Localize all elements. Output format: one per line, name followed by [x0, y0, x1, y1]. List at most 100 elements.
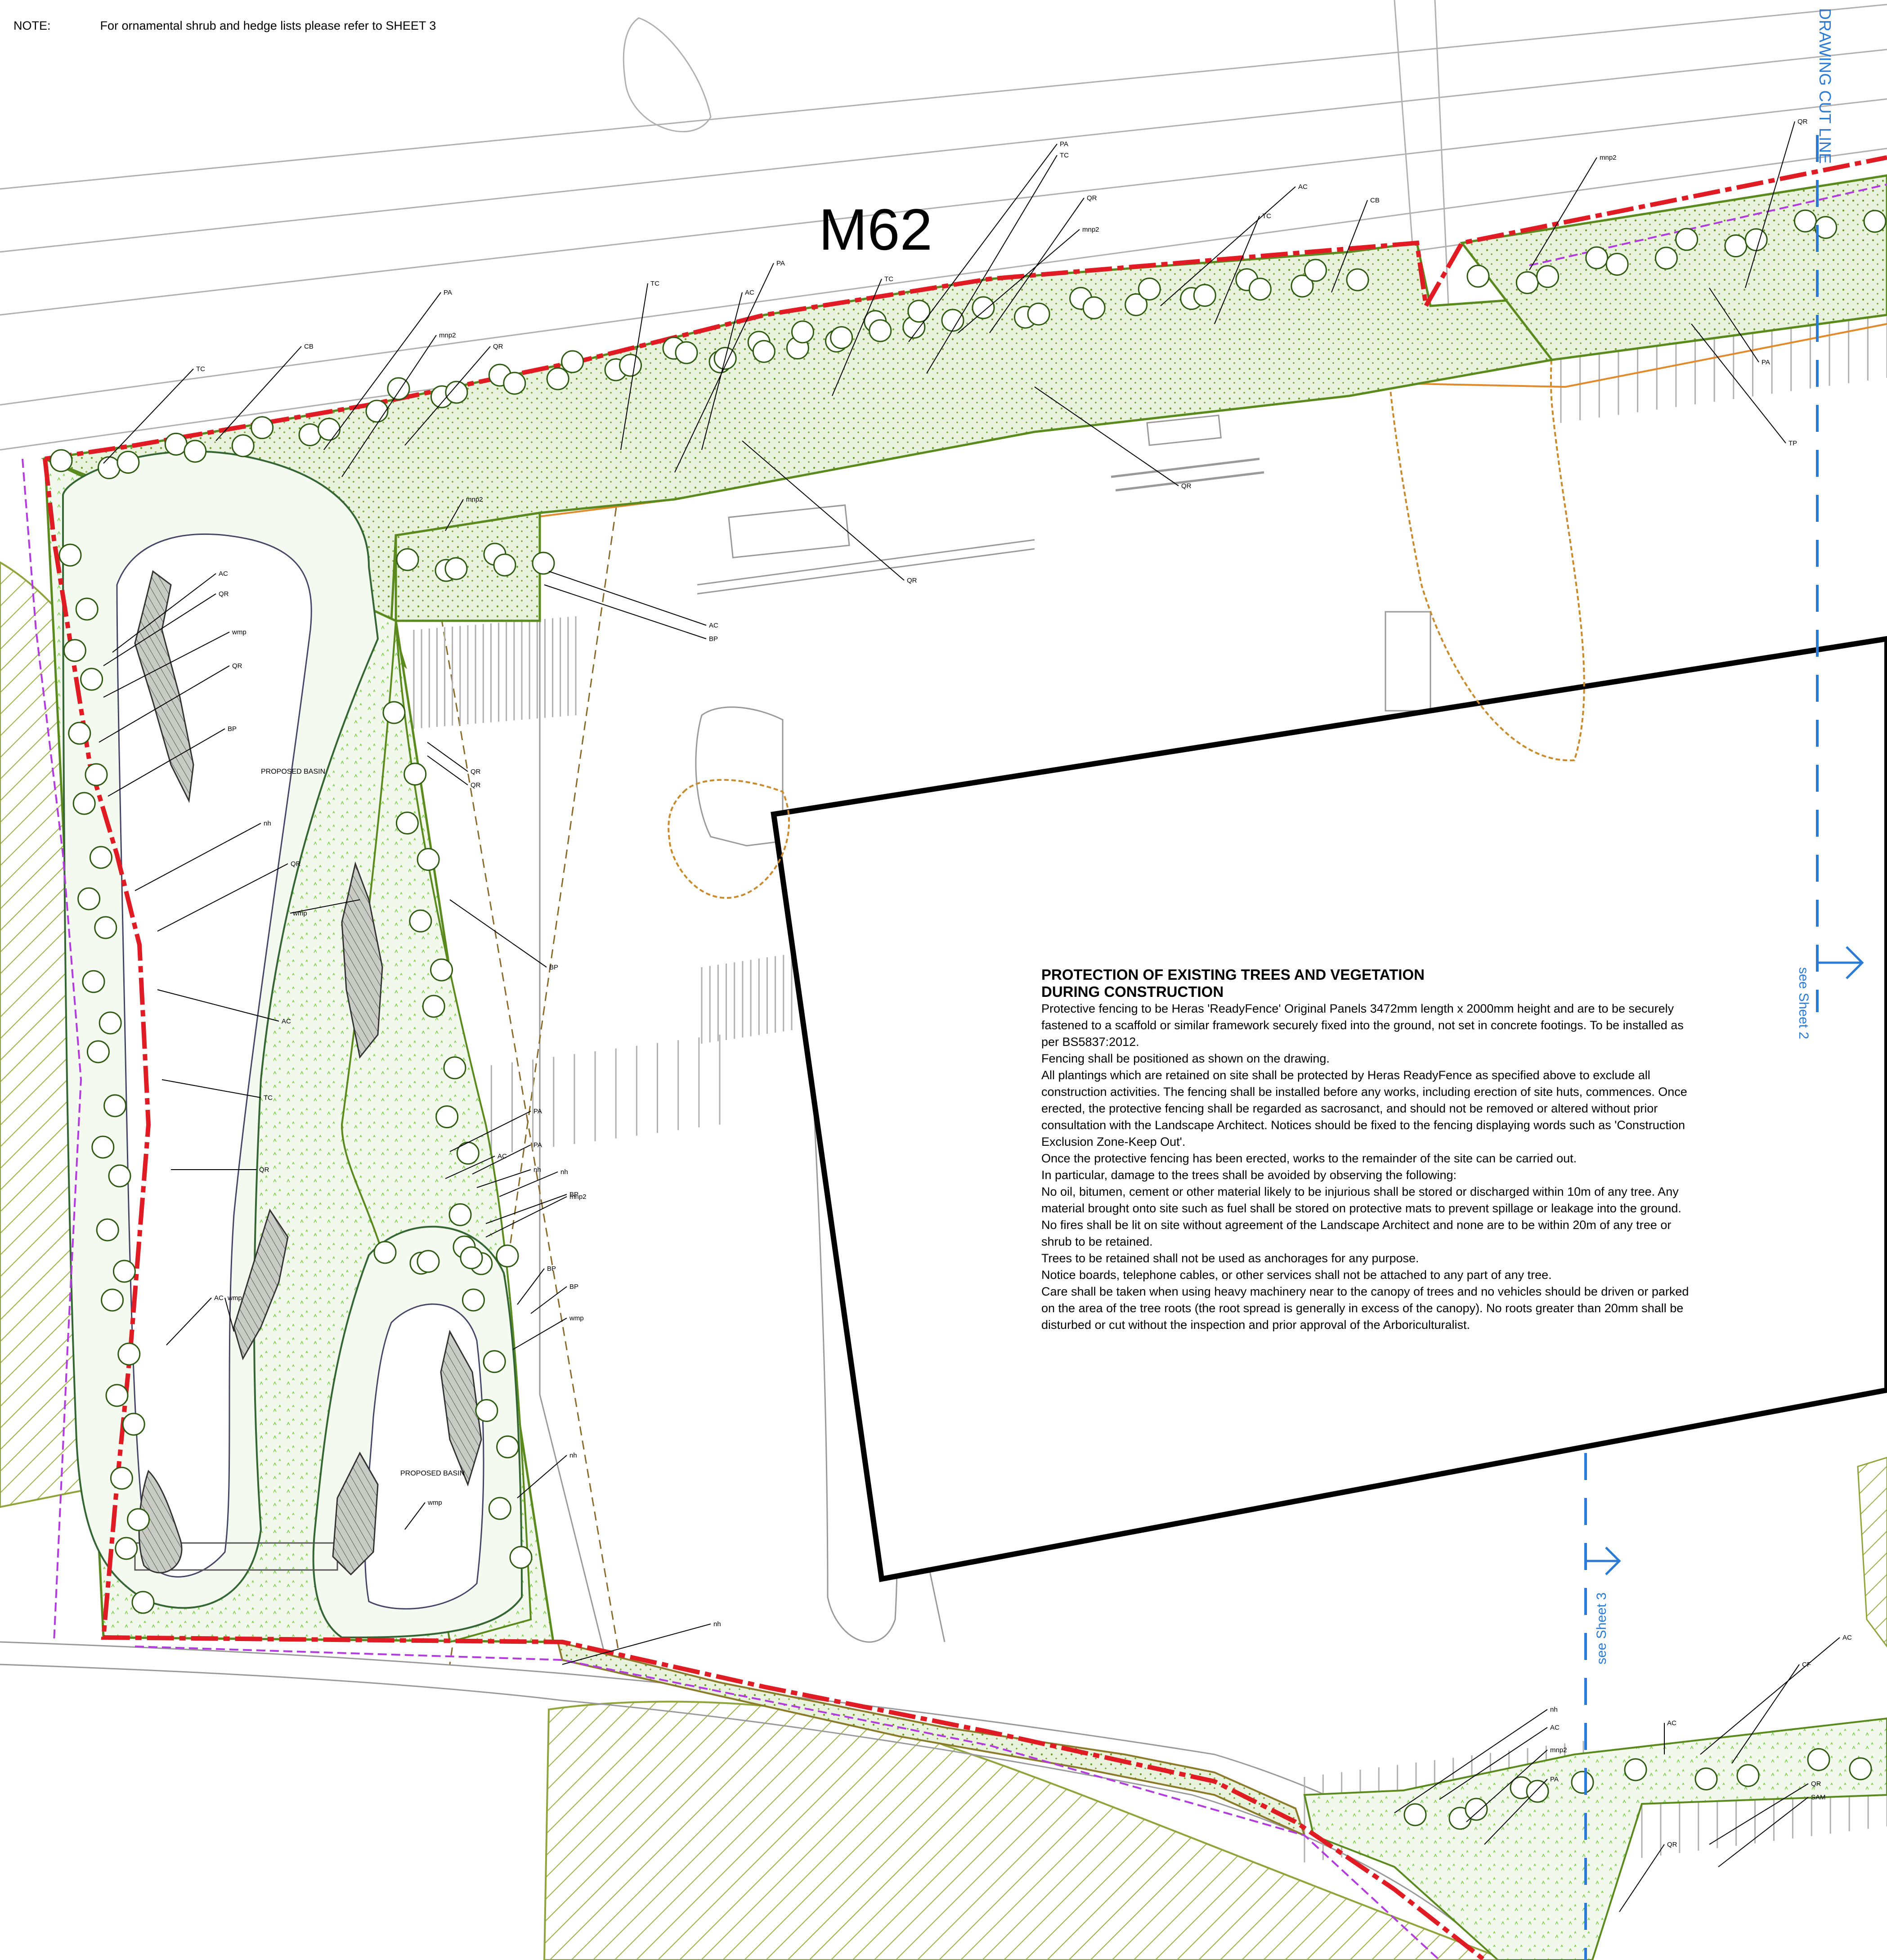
- plant-code-label: SAM: [1811, 1794, 1826, 1801]
- tree-symbol: [443, 1056, 466, 1080]
- plant-code-label: BP: [547, 1265, 556, 1273]
- tree-symbol: [456, 1141, 480, 1165]
- label-leader-line: [445, 1156, 495, 1179]
- plant-code-label: PA: [776, 260, 785, 267]
- tree-symbol: [112, 1260, 136, 1283]
- notes-paragraph: No oil, bitumen, cement or other materia…: [1041, 1185, 1681, 1215]
- tree-symbol: [108, 1164, 131, 1188]
- plant-code-label: QR: [232, 662, 242, 670]
- plant-code-label: nh: [533, 1166, 541, 1174]
- label-leader-line: [323, 292, 441, 450]
- plant-code-label: QR: [219, 590, 229, 598]
- label-leader-line: [1394, 1709, 1548, 1813]
- plant-code-label: wmp: [227, 1294, 242, 1302]
- plant-code-label: mnp2: [466, 496, 483, 503]
- tree-symbol: [1849, 1757, 1872, 1781]
- basin-label-north-text: PROPOSED BASIN: [261, 768, 325, 776]
- label-leader-line: [103, 368, 194, 464]
- proposed-trees: [49, 209, 1887, 1830]
- label-leader-line: [517, 1455, 567, 1498]
- tree-symbol: [80, 668, 103, 691]
- tree-symbol: [1807, 1748, 1830, 1771]
- notes-paragraph: Fencing shall be positioned as shown on …: [1041, 1052, 1330, 1065]
- label-leader-line: [445, 499, 464, 531]
- tree-symbol: [1654, 247, 1678, 270]
- tree-symbol: [1125, 293, 1148, 316]
- plant-code-label: BP: [569, 1191, 578, 1198]
- tree-symbol: [117, 451, 140, 474]
- notes-body: Protective fencing to be Heras 'ReadyFen…: [1041, 1000, 1689, 1333]
- existing-woodland-south: [543, 1457, 1887, 1960]
- tree-symbol: [503, 372, 526, 395]
- tree-symbol: [382, 701, 406, 724]
- tree-symbol: [1863, 210, 1887, 233]
- notes-title-line-2: DURING CONSTRUCTION: [1041, 983, 1224, 1000]
- label-leader-line: [1529, 157, 1597, 270]
- tree-symbol: [94, 916, 117, 939]
- plant-code-label: PA: [533, 1141, 542, 1149]
- plant-code-label: PA: [533, 1108, 542, 1115]
- tree-symbol: [96, 1218, 119, 1242]
- label-leader-line: [134, 823, 261, 891]
- plant-code-label: AC: [1842, 1634, 1852, 1642]
- label-leader-line: [1691, 323, 1786, 444]
- see-sheet-arrows: [1586, 946, 1864, 1575]
- label-leader-line: [499, 1171, 558, 1197]
- label-leader-line: [926, 155, 1058, 374]
- tree-symbol: [403, 762, 427, 786]
- label-leader-line: [544, 584, 707, 639]
- road-label: M62: [819, 197, 932, 262]
- plant-code-label: wmp: [427, 1499, 442, 1507]
- label-leader-line: [1466, 1749, 1548, 1822]
- tree-symbol: [1248, 278, 1272, 301]
- tree-symbol: [85, 763, 108, 786]
- tree-symbol: [103, 1094, 127, 1117]
- label-leader-line: [112, 573, 216, 653]
- tree-symbol: [1465, 1798, 1488, 1821]
- label-leader-line: [404, 346, 491, 446]
- tree-symbol: [75, 597, 99, 621]
- plant-code-label: AC: [709, 622, 718, 629]
- basin-label-north: PROPOSED BASIN: [261, 768, 325, 776]
- tree-symbol: [1403, 1803, 1427, 1826]
- label-leader-line: [108, 728, 225, 797]
- tree-symbol: [1624, 1758, 1647, 1781]
- plant-code-label: QR: [493, 343, 503, 350]
- label-leader-line: [157, 863, 288, 932]
- label-leader-line: [485, 1194, 567, 1224]
- tree-symbol: [97, 456, 121, 480]
- plant-code-label: wmp: [232, 628, 247, 636]
- tree-symbol: [1571, 1771, 1594, 1794]
- tree-symbol: [435, 1105, 459, 1129]
- tree-symbol: [164, 432, 188, 456]
- tree-symbol: [72, 792, 96, 815]
- label-leader-line: [1700, 1637, 1840, 1755]
- tree-symbol: [417, 1250, 440, 1273]
- tree-symbol: [493, 553, 516, 577]
- tree-symbol: [496, 1435, 520, 1458]
- label-leader-line: [404, 1502, 426, 1530]
- tree-symbol: [1793, 209, 1817, 233]
- label-leader-line: [1484, 1779, 1548, 1845]
- tree-symbol: [907, 300, 931, 323]
- plant-code-label: PA: [1550, 1776, 1559, 1783]
- label-leader-line: [99, 665, 230, 743]
- tree-symbol: [63, 639, 86, 662]
- label-leader-line: [476, 1169, 531, 1188]
- label-leader-line: [341, 335, 437, 477]
- tree-symbol: [1346, 268, 1369, 292]
- plant-code-label: QR: [471, 781, 481, 789]
- tree-symbol: [417, 848, 440, 871]
- plant-code-label: nh: [713, 1620, 721, 1628]
- tree-symbol: [430, 958, 453, 982]
- top-note-text: For ornamental shrub and hedge lists ple…: [100, 19, 436, 32]
- west-planting-area: [44, 450, 555, 1643]
- plant-code-label: BP: [228, 725, 237, 733]
- tree-symbol: [546, 367, 569, 390]
- proposed-building: [771, 636, 1887, 1583]
- tree-symbol: [1605, 252, 1629, 276]
- plant-code-label: PA: [1761, 359, 1770, 366]
- label-leader-line: [472, 1144, 531, 1175]
- label-leader-line: [832, 278, 882, 396]
